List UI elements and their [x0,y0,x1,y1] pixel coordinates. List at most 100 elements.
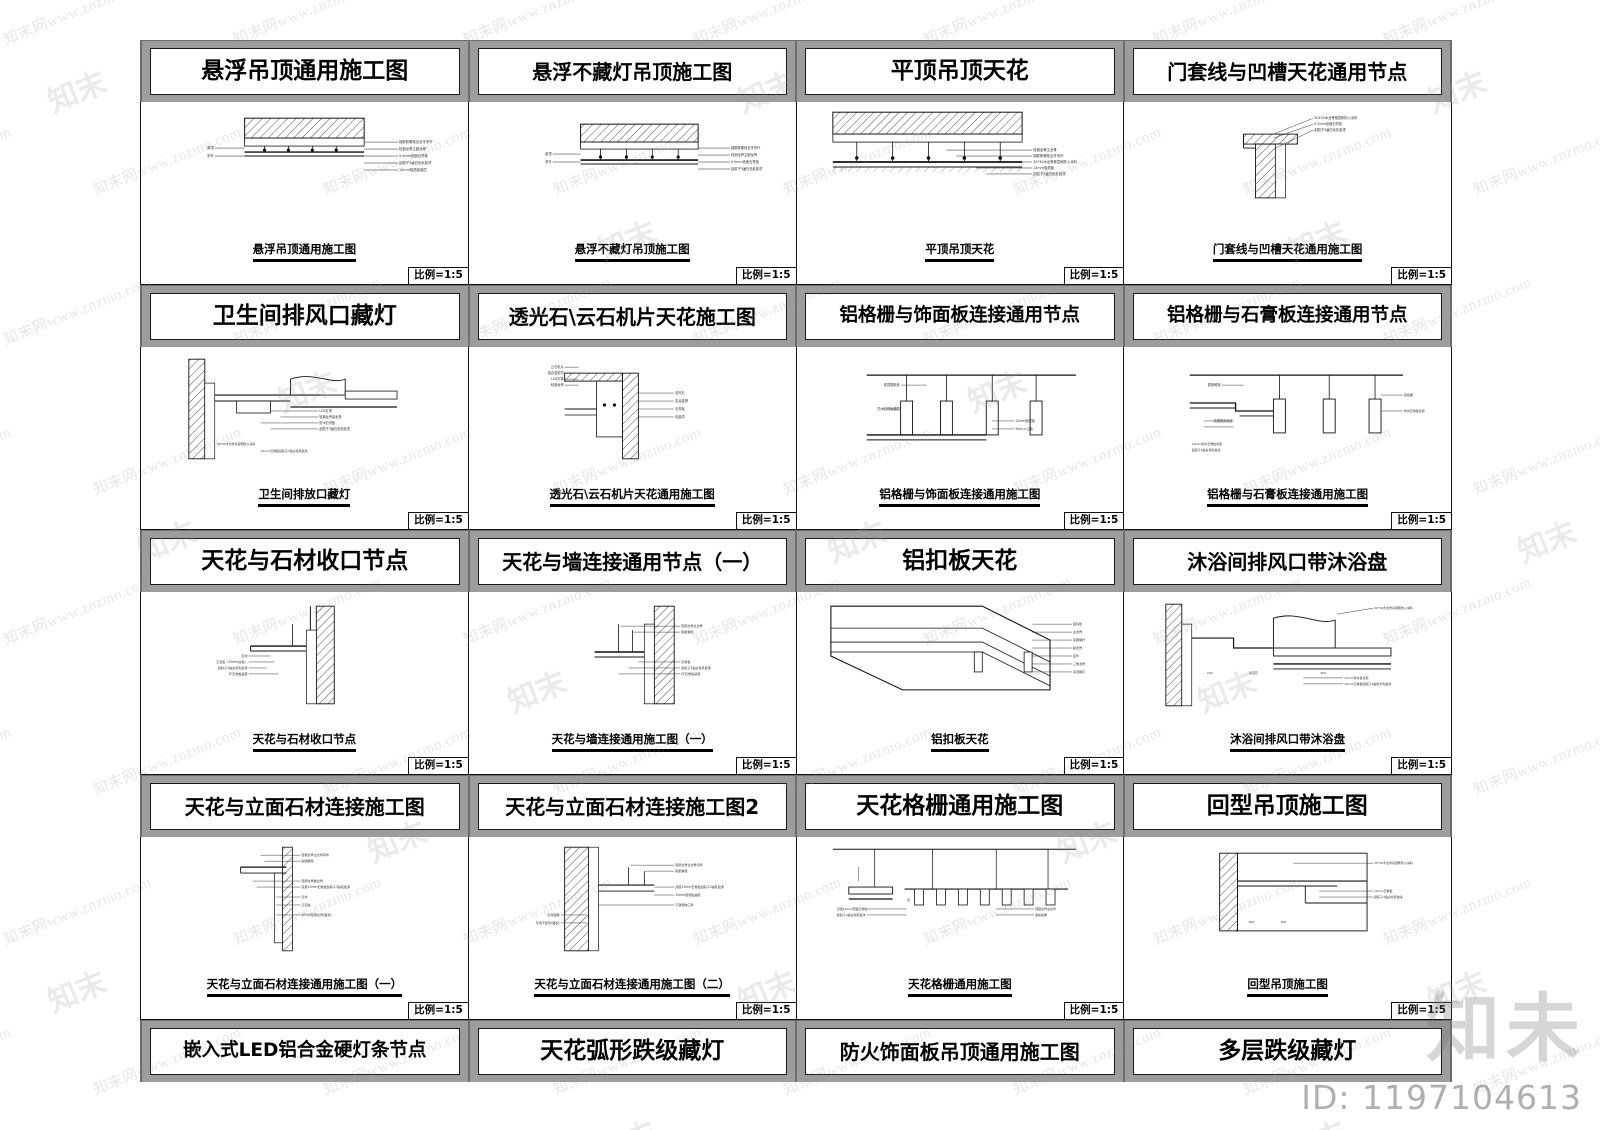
drawing-cell[interactable]: 轻钢龙骨主龙骨吊件 膨胀螺栓 双层12mm石膏板刮腻子3遍乳胶漆 12mm阻燃板… [468,837,797,1020]
panel-title: 回型吊顶施工图 [1206,793,1368,819]
detail-flat-ceiling-drawing: 轻钢龙骨主龙骨 钢膨胀螺栓全牙吊杆 30*30木龙骨基层刷防火涂料 12mm阻燃… [797,104,1124,226]
drawing-cell[interactable]: 膨胀螺栓 高度按实际定 铝格栅 防水石膏板基层 10mm防水石膏板基层 刮腻子3… [1124,347,1452,530]
header-cell[interactable]: 悬浮不藏灯吊顶施工图 [470,41,797,102]
header-cell[interactable]: 天花与石材收口节点 [140,531,470,592]
header-cell[interactable]: 铝格栅与饰面板连接通用节点 [797,286,1125,347]
drawing-caption: 平顶吊顶天花 [925,242,995,262]
header-cell[interactable]: 天花与立面石材连接施工图 [140,776,470,837]
svg-text:石膏板: 石膏板 [675,406,685,411]
drawing-caption: 沐浴间排风口带沐浴盘 [1230,732,1346,752]
header-cell[interactable]: 天花与立面石材连接施工图2 [470,776,797,837]
svg-text:刮腻子3遍白色乳胶漆: 刮腻子3遍白色乳胶漆 [731,166,763,171]
panel-title: 铝格栅与石膏板连接通用节点 [1166,305,1408,327]
watermark-text: 知末网www.znzmo.com [1,274,154,349]
scale-label: 比例=1:5 [1063,511,1124,529]
header-cell[interactable]: 平顶吊顶天花 [797,41,1125,102]
header-cell[interactable]: 天花格栅通用施工图 [797,776,1125,837]
drawing-cell[interactable]: 30X30木龙骨基层刷防火涂料 9.5mm纸面石膏板 刮腻子3遍白色乳胶漆 门套… [1124,102,1452,285]
header-cell[interactable]: 卫生间排风口藏灯 [140,286,470,347]
scale-label: 比例=1:5 [408,756,468,774]
svg-text:40*40型钢龙骨(面积): 40*40型钢龙骨(面积) [301,912,331,917]
svg-text:12mm阻燃板基层: 12mm阻燃板基层 [675,892,700,897]
svg-text:12mm阻燃板: 12mm阻燃板 [1015,418,1036,423]
svg-text:刮腻子3遍白色乳胶漆: 刮腻子3遍白色乳胶漆 [1192,447,1221,452]
drawing-grid: 悬浮吊顶通用施工图 悬浮不藏灯吊顶施工图 平顶吊顶天花 门套线与凹槽天花通用节点 [140,40,1452,1130]
drawing-cell[interactable]: 原顶膨胀栓 防水石膏板基层 12mm阻燃板 3mm火山板 铝格栅与饰面板连接通用… [796,347,1125,530]
svg-text:刮腻子3遍白色乳胶漆: 刮腻子3遍白色乳胶漆 [218,665,248,670]
detail-ceiling-stone-edge-drawing: 石材 云石胶（10mm白色） 刮腻子3遍白色乳胶漆 2F石膏板基层 [141,594,468,716]
panel-title: 铝格栅与饰面板连接通用节点 [839,305,1080,327]
drawing-caption: 门套线与凹槽天花通用施工图 [1212,242,1363,262]
brand-watermark: 知未 [1426,986,1586,1072]
drawing-cell[interactable]: 30*30木龙骨基层刷防火涂料 12mm防水板基层 10mm石膏板刮腻子3遍防水… [1124,592,1452,775]
watermark-text: 知末网www.znzmo.com [1,574,154,649]
drawing-cell[interactable]: 轻钢龙骨主龙骨 钢膨胀螺栓全牙吊杆 30*30木龙骨基层刷防火涂料 12mm阻燃… [796,102,1125,285]
drawing-cell[interactable]: 轻钢龙骨主龙骨吊件 膨胀螺栓 轻钢龙骨副龙骨 双层12mm石膏板刮腻子3遍乳胶漆… [140,837,469,1020]
header-cell[interactable]: 嵌入式LED铝合金硬灯条节点 [140,1021,470,1082]
header-cell[interactable]: 铝扣板天花 [797,531,1125,592]
svg-text:2F石膏板基层: 2F石膏板基层 [228,671,247,676]
header-cell[interactable]: 天花与墙连接通用节点（一） [470,531,797,592]
drawing-row-4: 轻钢龙骨主龙骨吊件 膨胀螺栓 轻钢龙骨副龙骨 双层12mm石膏板刮腻子3遍乳胶漆… [140,837,1452,1020]
header-cell[interactable]: 防火饰面板吊顶通用施工图 [797,1021,1125,1082]
drawing-caption: 透光石\云石机片天花通用施工图 [549,487,715,507]
panel-title: 悬浮不藏灯吊顶施工图 [532,59,733,84]
watermark-text: 知末网www.znzmo.com [1471,724,1600,799]
drawing-cell[interactable]: 钢膨胀螺栓全牙吊杆 轻钢龙骨主副龙骨 9.5mm纸面石膏板 刮腻子3遍白色乳胶漆… [468,102,797,285]
panel-title: 天花与石材收口节点 [201,548,409,574]
scale-label: 比例=1:5 [408,1001,468,1019]
drawing-cell[interactable]: 钢膨胀螺栓及全牙吊杆 轻钢龙骨主副龙骨 9.5mm纸面石膏板 刮腻子3遍白色乳胶… [140,102,469,285]
svg-text:12mm石膏板刮腻子3遍白色乳胶漆: 12mm石膏板刮腻子3遍白色乳胶漆 [261,448,308,453]
drawing-cell[interactable]: 石材 云石胶（10mm白色） 刮腻子3遍白色乳胶漆 2F石膏板基层 天花与石材收… [140,592,469,775]
drawing-cell[interactable]: LED灯带 轻钢龙骨副龙骨 防水石膏板 刮腻子3遍白色乳胶漆 30*30木龙骨基… [140,347,469,530]
scale-label: 比例=1:5 [1063,1001,1124,1019]
panel-title: 透光石\云石机片天花施工图 [508,304,756,329]
drawing-cell[interactable]: 铝扣板 主龙骨 吊筋螺杆 副龙骨 挂件 三角龙骨 吊顶钢钉 铝扣板天花 比例=1… [796,592,1125,775]
detail-ceiling-facade-stone-1-drawing: 轻钢龙骨主龙骨吊件 膨胀螺栓 轻钢龙骨副龙骨 双层12mm石膏板刮腻子3遍乳胶漆… [141,839,468,961]
svg-text:轻钢龙骨主龙骨: 轻钢龙骨主龙骨 [1033,147,1057,152]
drawing-caption: 铝扣板天花 [931,732,989,752]
header-cell[interactable]: 铝格栅与石膏板连接通用节点 [1125,286,1452,347]
svg-text:吊杆: 吊杆 [207,153,214,158]
svg-text:金属格栅: 金属格栅 [1035,912,1047,917]
drawing-caption: 天花与立面石材连接通用施工图（一） [206,977,403,997]
svg-text:铝合金槽: 铝合金槽 [675,398,689,403]
scale-label: 比例=1:5 [1391,266,1451,284]
drawing-caption: 天花与墙连接通用施工图（一） [551,732,713,752]
svg-text:原顶膨胀栓: 原顶膨胀栓 [883,382,900,387]
svg-text:3mm火山板: 3mm火山板 [1015,426,1034,431]
svg-text:铝格栅: 铝格栅 [1404,392,1413,397]
svg-text:10mm石膏板: 10mm石膏板 [1374,888,1392,893]
header-cell[interactable]: 透光石\云石机片天花施工图 [470,286,797,347]
header-cell[interactable]: 天花弧形跌级藏灯 [470,1021,797,1082]
svg-text:30X30木龙骨基层刷防火涂料: 30X30木龙骨基层刷防火涂料 [1315,115,1359,120]
svg-text:轻钢龙骨主副龙骨: 轻钢龙骨主副龙骨 [399,146,427,151]
header-cell[interactable]: 门套线与凹槽天花通用节点 [1125,41,1452,102]
svg-text:刮腻子3遍白色乳胶漆: 刮腻子3遍白色乳胶漆 [1033,171,1066,176]
header-cell[interactable]: 悬浮吊顶通用施工图 [140,41,470,102]
svg-text:轻钢龙骨副龙骨: 轻钢龙骨副龙骨 [301,878,323,883]
scale-label: 比例=1:5 [1391,756,1451,774]
header-cell[interactable]: 沐浴间排风口带沐浴盘 [1125,531,1452,592]
svg-text:9.5mm纸面石膏板: 9.5mm纸面石膏板 [399,153,428,158]
header-row-4: 天花与立面石材连接施工图 天花与立面石材连接施工图2 天花格栅通用施工图 回型吊… [140,775,1452,837]
svg-text:12mm防水板基层: 12mm防水板基层 [1344,675,1368,680]
svg-text:吊顶钢钉: 吊顶钢钉 [1072,669,1084,674]
detail-ceiling-suspended-drawing: 钢膨胀螺栓及全牙吊杆 轻钢龙骨主副龙骨 9.5mm纸面石膏板 刮腻子3遍白色乳胶… [141,104,468,226]
svg-text:原顶: 原顶 [545,151,552,156]
svg-text:吊顶高: 吊顶高 [1249,670,1258,675]
panel-title: 铝扣板天花 [902,548,1018,574]
detail-bathroom-exhaust-drawing: LED灯带 轻钢龙骨副龙骨 防水石膏板 刮腻子3遍白色乳胶漆 30*30木龙骨基… [141,349,468,471]
header-cell[interactable]: 回型吊顶施工图 [1125,776,1452,837]
panel-title: 沐浴间排风口带沐浴盘 [1187,549,1388,574]
panel-title: 天花格栅通用施工图 [856,793,1064,819]
drawing-caption: 铝格栅与饰面板连接通用施工图 [879,487,1041,507]
drawing-cell[interactable]: 云石机片 铝合金型材 LED灯管 轻钢龙骨 透光石 铝合金槽 石膏板 [468,347,797,530]
svg-text:刮腻子3遍白色乳胶漆: 刮腻子3遍白色乳胶漆 [836,912,865,917]
header-cell[interactable]: 多层跌级藏灯 [1125,1021,1452,1082]
drawing-cell[interactable]: 双层12mm纸面石膏板 刮腻子3遍白色乳胶漆 轻钢龙骨主龙骨 金属格栅 宽 天花… [796,837,1125,1020]
drawing-cell[interactable]: 轻钢龙骨主龙骨 膨胀螺栓 石膏板 刮腻子3遍白色乳胶漆 2F石膏板基层 天花与墙… [468,592,797,775]
svg-text:30*30木龙骨基层刷防火涂料: 30*30木龙骨基层刷防火涂料 [1374,605,1413,610]
